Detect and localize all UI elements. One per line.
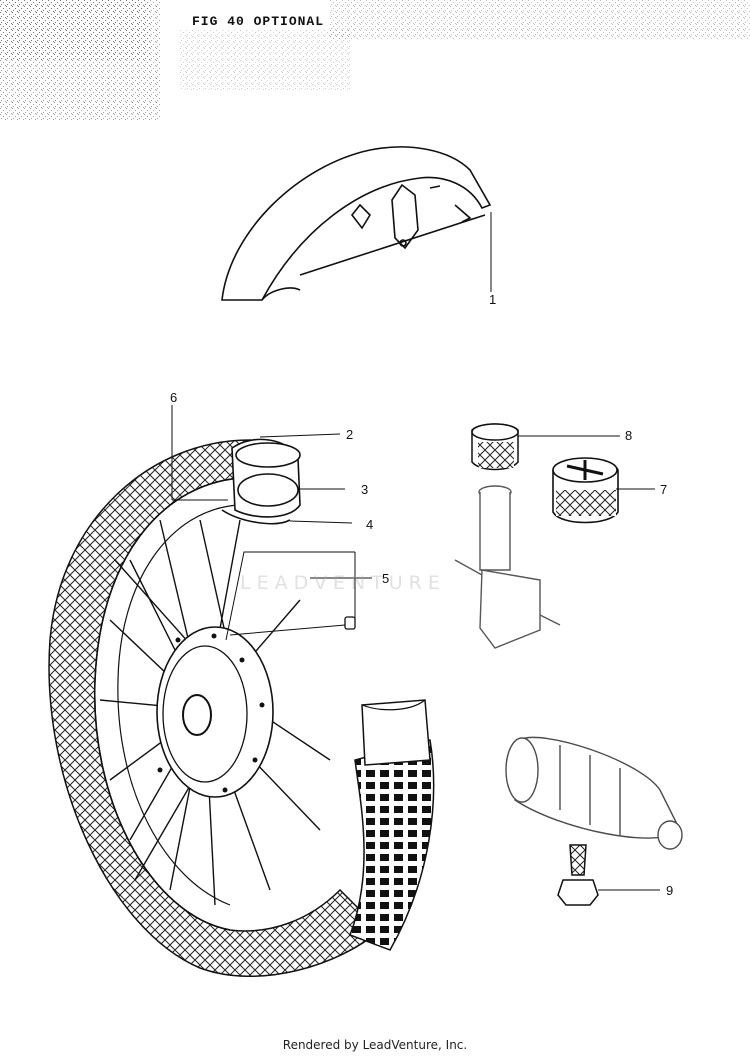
part-number-9: 9 xyxy=(666,883,674,898)
watermark: LEADVENTURE xyxy=(240,572,446,594)
drain-bolt xyxy=(557,844,599,906)
inner-tube-parts xyxy=(221,438,301,525)
valve-cap xyxy=(471,423,519,471)
fork-top-cap xyxy=(552,457,619,524)
front-wheel xyxy=(48,439,435,978)
front-fender xyxy=(221,146,492,301)
valve-stem xyxy=(454,485,561,649)
fork-leg xyxy=(505,736,683,850)
part-number-4: 4 xyxy=(366,517,374,532)
part-number-1: 1 xyxy=(489,292,497,307)
part-number-7: 7 xyxy=(660,482,668,497)
figure-title: FIG 40 OPTIONAL xyxy=(192,14,325,29)
part-number-5: 5 xyxy=(382,571,390,586)
leader-lines-2-5 xyxy=(225,433,372,641)
part-number-6: 6 xyxy=(170,390,178,405)
part-number-3: 3 xyxy=(361,482,369,497)
part-number-8: 8 xyxy=(625,428,633,443)
part-number-2: 2 xyxy=(346,427,354,442)
leader-lines-7-8 xyxy=(518,435,655,490)
footer-credit: Rendered by LeadVenture, Inc. xyxy=(282,1038,468,1052)
spoke-nipple xyxy=(344,616,356,630)
